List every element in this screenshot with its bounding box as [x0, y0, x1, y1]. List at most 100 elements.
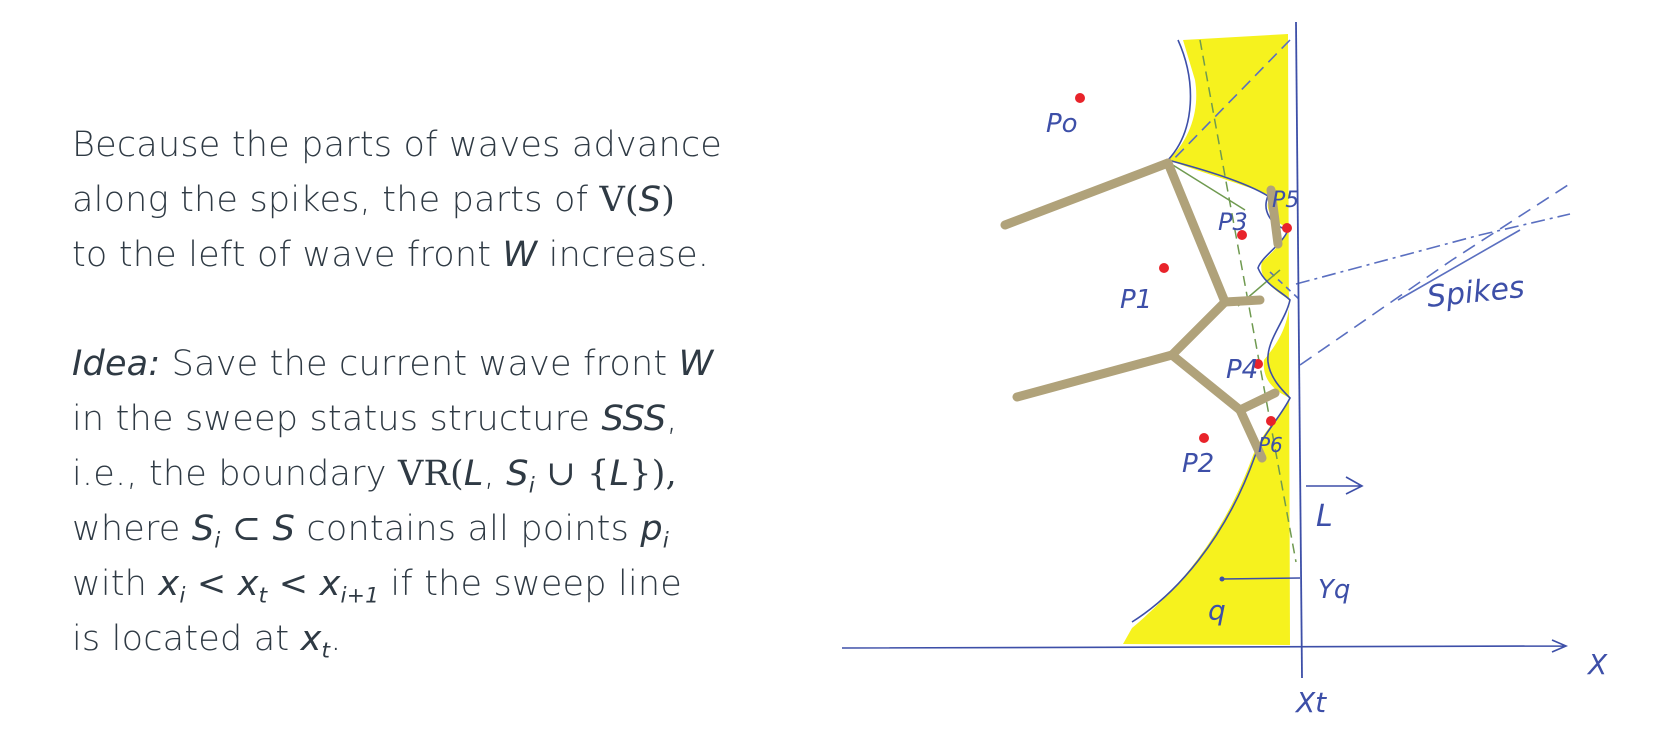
sweep-direction-arrow — [1306, 476, 1364, 495]
text-line: i.e., the boundary VR(L, Si ∪ {L}), — [72, 447, 732, 502]
sweep-line — [1295, 21, 1303, 679]
math-subscript: i — [179, 583, 186, 609]
wave-front — [1131, 39, 1291, 623]
site-p0 — [1075, 93, 1085, 103]
label-x-axis: X — [1586, 648, 1608, 681]
math-var-l: L — [463, 454, 484, 494]
math-var-s: S — [638, 180, 662, 220]
text-run: i.e., the boundary — [72, 454, 399, 494]
voronoi-edge — [1266, 185, 1283, 249]
text-line: along the spikes, the parts of V(S) — [72, 173, 732, 228]
spike-line — [1295, 213, 1571, 285]
label-p6: P6 — [1258, 433, 1283, 457]
text-run: to the left of wave front — [72, 235, 503, 275]
x-axis — [841, 639, 1569, 653]
voronoi-edge — [1235, 388, 1280, 415]
voronoi-edge — [1012, 350, 1177, 402]
text-line: to the left of wave front W increase. — [72, 228, 732, 283]
site-p4 — [1253, 359, 1263, 369]
text-run: if the sweep line — [379, 564, 682, 604]
label-p5: P5 — [1272, 188, 1299, 213]
math-vr: VR( — [398, 454, 464, 494]
paragraph-idea: Idea: Save the current wave front W in t… — [72, 337, 732, 667]
text-run: increase. — [537, 235, 710, 275]
label-p3: P3 — [1218, 208, 1248, 236]
site-p3 — [1237, 230, 1247, 240]
text-run: Save the current wave front — [160, 344, 679, 384]
text-line: Because the parts of waves advance — [72, 118, 732, 173]
text-run: is located at — [72, 619, 301, 659]
text-run: in the sweep status structure — [72, 399, 602, 439]
math-var-w: W — [502, 235, 538, 275]
text-run: contains all points — [295, 509, 641, 549]
text-run: along the spikes, the parts of — [72, 180, 600, 220]
math-subscript: i — [528, 473, 535, 499]
text-line: with xi < xt < xi+1 if the sweep line — [72, 557, 732, 612]
text-run: , — [666, 399, 678, 439]
label-yq: Yq — [1318, 575, 1350, 605]
text-line: in the sweep status structure SSS, — [72, 392, 732, 447]
math-var-s: S — [506, 454, 529, 494]
q-point — [1219, 576, 1225, 582]
math-var-sss: SSS — [601, 399, 667, 439]
label-p0: Po — [1046, 109, 1078, 139]
slide-text: Because the parts of waves advance along… — [72, 118, 732, 667]
site-p1 — [1159, 263, 1169, 273]
math-union: ∪ { — [534, 454, 610, 494]
green-line — [1167, 161, 1246, 211]
label-spikes: Spikes — [1425, 270, 1526, 315]
label-p4: P4 — [1226, 355, 1258, 385]
math-paren: ) — [661, 180, 676, 220]
site-p2 — [1199, 433, 1209, 443]
voronoi-edges — [1000, 158, 1283, 463]
site-p5 — [1282, 223, 1292, 233]
spike-lines — [1167, 39, 1571, 366]
text-run: , — [483, 454, 507, 494]
math-subscript: t — [258, 583, 268, 609]
voronoi-edge — [1167, 297, 1230, 360]
math-var-w: W — [678, 344, 714, 384]
label-p2: P2 — [1182, 449, 1214, 479]
text-run: . — [330, 619, 342, 659]
math-subscript: i+1 — [340, 583, 380, 609]
q-segment — [1221, 577, 1301, 580]
math-subscript: i — [662, 528, 669, 554]
sites — [1075, 93, 1292, 443]
voronoi-edge — [1000, 158, 1173, 230]
math-var-x: x — [237, 564, 259, 604]
site-p6 — [1266, 416, 1276, 426]
math-var-s: S — [191, 509, 215, 549]
text-line: Idea: Save the current wave front W — [72, 337, 732, 392]
label-q: q — [1208, 594, 1226, 627]
math-var-x: x — [158, 564, 180, 604]
text-run: with — [72, 564, 159, 604]
math-var-x: x — [319, 564, 341, 604]
spike-line — [1167, 39, 1291, 166]
label-p1: P1 — [1120, 285, 1152, 315]
text-run: Because the parts of waves advance — [72, 125, 723, 165]
math-var-l: L — [609, 454, 630, 494]
voronoi-edge — [1235, 405, 1267, 463]
math-var-s: S — [272, 509, 296, 549]
paragraph-waves: Because the parts of waves advance along… — [72, 118, 732, 283]
math-subscript: t — [321, 638, 331, 664]
label-sweep-line: L — [1316, 499, 1333, 534]
idea-label: Idea: — [72, 344, 161, 384]
math-var-x: x — [300, 619, 322, 659]
math-lt: < — [267, 564, 320, 604]
sweep-figure: Po P1 P2 P3 P4 P5 P6 Spikes L q Yq X Xt — [820, 0, 1656, 743]
math-lt: < — [185, 564, 238, 604]
math-var-p: p — [640, 509, 663, 549]
spike-line — [1299, 184, 1569, 366]
math-brace: }), — [629, 454, 677, 494]
voronoi-edge — [1220, 295, 1265, 307]
math-subset: ⊂ — [220, 509, 273, 549]
math-subscript: i — [214, 528, 221, 554]
voronoi-sketch: Po P1 P2 P3 P4 P5 P6 Spikes L q Yq X Xt — [841, 21, 1608, 719]
text-line: is located at xt. — [72, 612, 732, 667]
voronoi-edge — [1163, 158, 1230, 307]
label-xt: Xt — [1294, 686, 1327, 719]
math-vs: V( — [599, 180, 639, 220]
spike-line — [1269, 271, 1301, 301]
spike-line — [1397, 229, 1521, 301]
